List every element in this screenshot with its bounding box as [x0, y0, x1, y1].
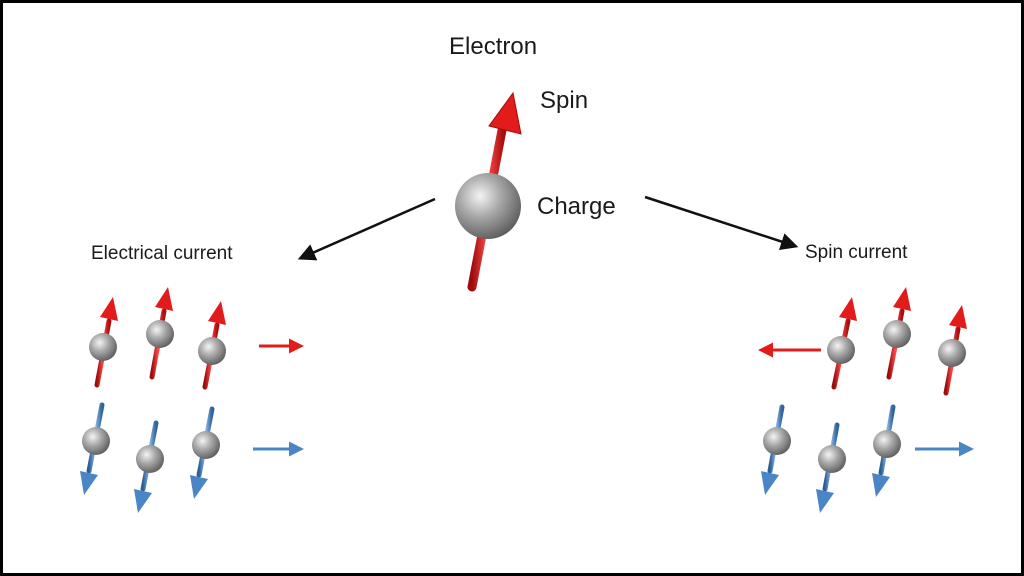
arrow-to-spin-current: [644, 195, 799, 250]
spin-down-electron: [190, 406, 220, 499]
spin-current-spin-down-row: [761, 404, 974, 513]
spin-up-electron: [827, 297, 857, 390]
spin-up-electron: [89, 297, 118, 388]
spin-down-electron: [761, 404, 791, 495]
electrical-current-label: Electrical current: [91, 243, 233, 264]
electrical-current-spin-up-row: [89, 287, 304, 390]
spin-down-electron: [872, 404, 901, 497]
spin-current-spin-up-row: [758, 287, 967, 396]
electrical-current-spin-down-row: [80, 402, 304, 513]
charge-label: Charge: [537, 193, 616, 220]
spin-up-electron: [146, 287, 174, 380]
spin-down-electron: [134, 420, 164, 513]
electron-label: Electron: [449, 33, 538, 60]
spin-charge-diagram: [80, 91, 974, 513]
spin-current-label: Spin current: [805, 242, 908, 263]
electron-charge-sphere: [455, 173, 521, 239]
spin-label: Spin: [540, 87, 589, 114]
spin-down-electron: [80, 402, 110, 495]
arrow-to-electrical-current: [297, 197, 436, 261]
spin-up-electron: [938, 305, 967, 396]
spin-down-electron: [816, 422, 846, 513]
spin-up-electron: [883, 287, 911, 380]
spin-up-electron: [198, 301, 226, 390]
